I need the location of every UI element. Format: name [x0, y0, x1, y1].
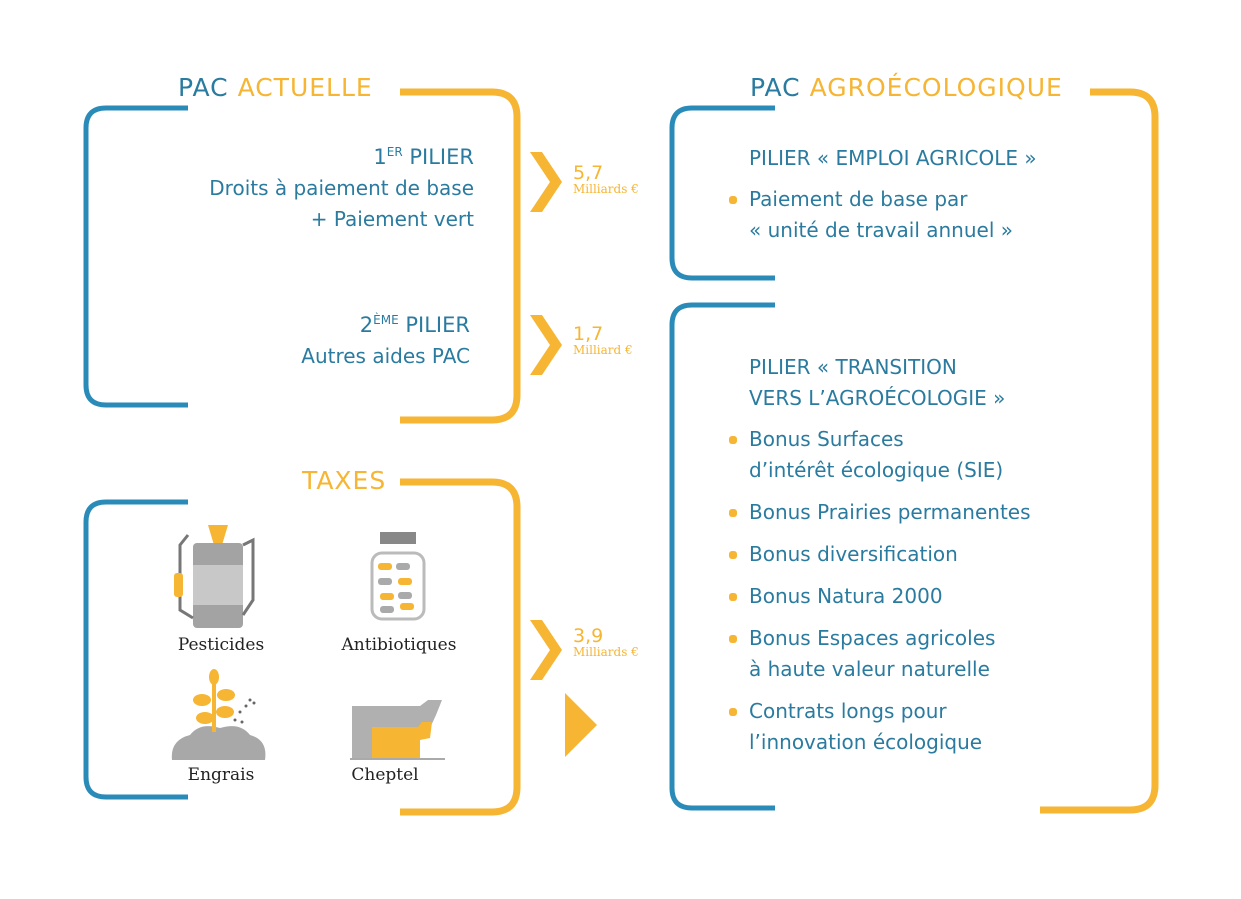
taxes-label-pesticides: Pesticides: [177, 635, 265, 655]
pill-jar-icon: [370, 532, 426, 621]
taxes-blue-bracket: [83, 499, 188, 800]
chevron-icon: [530, 152, 562, 212]
pilier1-title: 1ER PILIER: [373, 145, 474, 169]
transition-blue-bracket: [669, 302, 775, 811]
pac-agro-title: PAC AGROÉCOLOGIQUE: [750, 73, 1063, 102]
pac-actuelle-blue-bracket: [83, 105, 188, 408]
pac-actuelle-title: PAC ACTUELLE: [178, 73, 373, 102]
pac-agro-orange-bracket: [1040, 88, 1159, 814]
taxes-label-antibiotiques: Antibiotiques: [341, 635, 457, 655]
taxes-title: TAXES: [302, 466, 387, 495]
plant-fertilizer-icon: [171, 669, 266, 760]
pilier1-line: + Paiement vert: [310, 207, 474, 231]
pilier1-line: Droits à paiement de base: [209, 176, 474, 200]
taxes-label-engrais: Engrais: [187, 765, 255, 785]
pilier2-title: 2ÈME PILIER: [359, 313, 470, 337]
sprayer-icon: [174, 525, 255, 628]
pilier2: 2ÈME PILIER Autres aides PAC: [301, 305, 470, 372]
emploi-title: PILIER « EMPLOI AGRICOLE »: [749, 146, 1037, 170]
pac-actuelle-orange-bracket: [400, 88, 521, 424]
transition-bullet: Bonus diversification: [729, 539, 1031, 570]
pilier1: 1ER PILIER Droits à paiement de base + P…: [209, 137, 474, 235]
emploi-bullet: Paiement de base par« unité de travail a…: [729, 184, 1037, 246]
emploi-section: PILIER « EMPLOI AGRICOLE » Paiement de b…: [729, 143, 1037, 246]
emploi-blue-bracket: [669, 105, 775, 281]
chevron-icon: [530, 315, 562, 375]
taxes-label-cheptel: Cheptel: [351, 765, 419, 785]
play-arrow-icon: [565, 693, 597, 757]
chevron-icon: [530, 620, 562, 680]
transition-bullet: Bonus Natura 2000: [729, 581, 1031, 612]
transition-bullet: Bonus Prairies permanentes: [729, 497, 1031, 528]
cattle-icon: [350, 700, 445, 760]
pilier2-line: Autres aides PAC: [301, 344, 470, 368]
taxes-orange-bracket: [400, 478, 521, 816]
